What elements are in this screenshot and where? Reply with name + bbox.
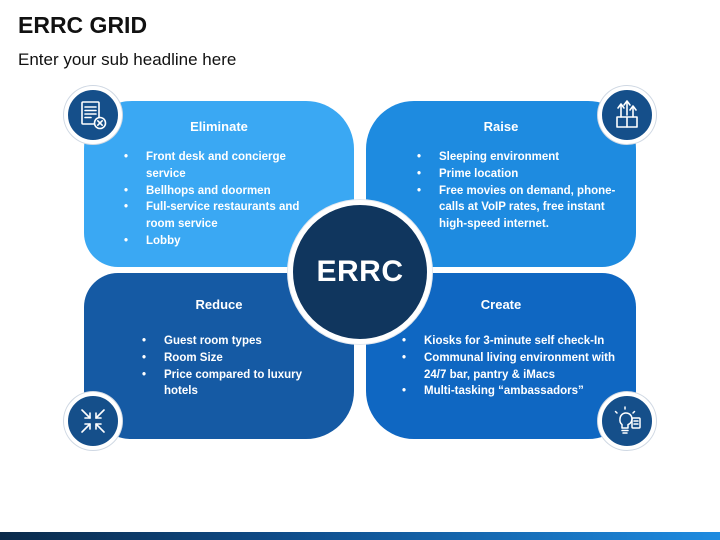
list-item: Free movies on demand, phone-calls at Vo… [417, 183, 627, 233]
raise-badge [598, 86, 656, 144]
eliminate-list: Front desk and concierge service Bellhop… [124, 149, 309, 250]
quadrant-heading-eliminate: Eliminate [190, 119, 248, 134]
create-badge [598, 392, 656, 450]
list-item: Bellhops and doormen [124, 183, 309, 200]
list-item: Lobby [124, 233, 309, 250]
list-item: Kiosks for 3-minute self check-In [402, 333, 632, 350]
list-item: Room Size [142, 350, 312, 367]
list-item: Front desk and concierge service [124, 149, 309, 183]
arrows-up-box-icon [616, 100, 638, 128]
raise-list: Sleeping environment Prime location Free… [417, 149, 627, 233]
create-list: Kiosks for 3-minute self check-In Commun… [402, 333, 632, 400]
list-item: Prime location [417, 166, 627, 183]
reduce-list: Guest room types Room Size Price compare… [142, 333, 312, 400]
list-item: Communal living environment with 24/7 ba… [402, 350, 632, 384]
list-item: Price compared to luxury hotels [142, 367, 312, 401]
list-item: Sleeping environment [417, 149, 627, 166]
eliminate-badge [64, 86, 122, 144]
page-subtitle: Enter your sub headline here [18, 50, 237, 69]
footer-bar [0, 532, 720, 540]
document-cancel-icon [81, 101, 107, 130]
page-title: ERRC GRID [18, 12, 148, 38]
quadrant-create: Create Kiosks for 3-minute self check-In… [366, 273, 636, 439]
quadrant-heading-raise: Raise [483, 119, 519, 134]
center-label: ERRC [316, 255, 404, 288]
lightbulb-idea-icon [614, 406, 641, 434]
quadrant-heading-reduce: Reduce [195, 297, 243, 312]
reduce-badge [64, 392, 122, 450]
list-item: Multi-tasking “ambassadors” [402, 383, 632, 400]
arrows-inward-icon [81, 409, 105, 433]
list-item: Full-service restaurants and room servic… [124, 199, 309, 233]
quadrant-eliminate: Eliminate Front desk and concierge servi… [84, 101, 354, 267]
center-circle: ERRC [288, 200, 432, 344]
quadrant-heading-create: Create [480, 297, 522, 312]
list-item: Guest room types [142, 333, 312, 350]
